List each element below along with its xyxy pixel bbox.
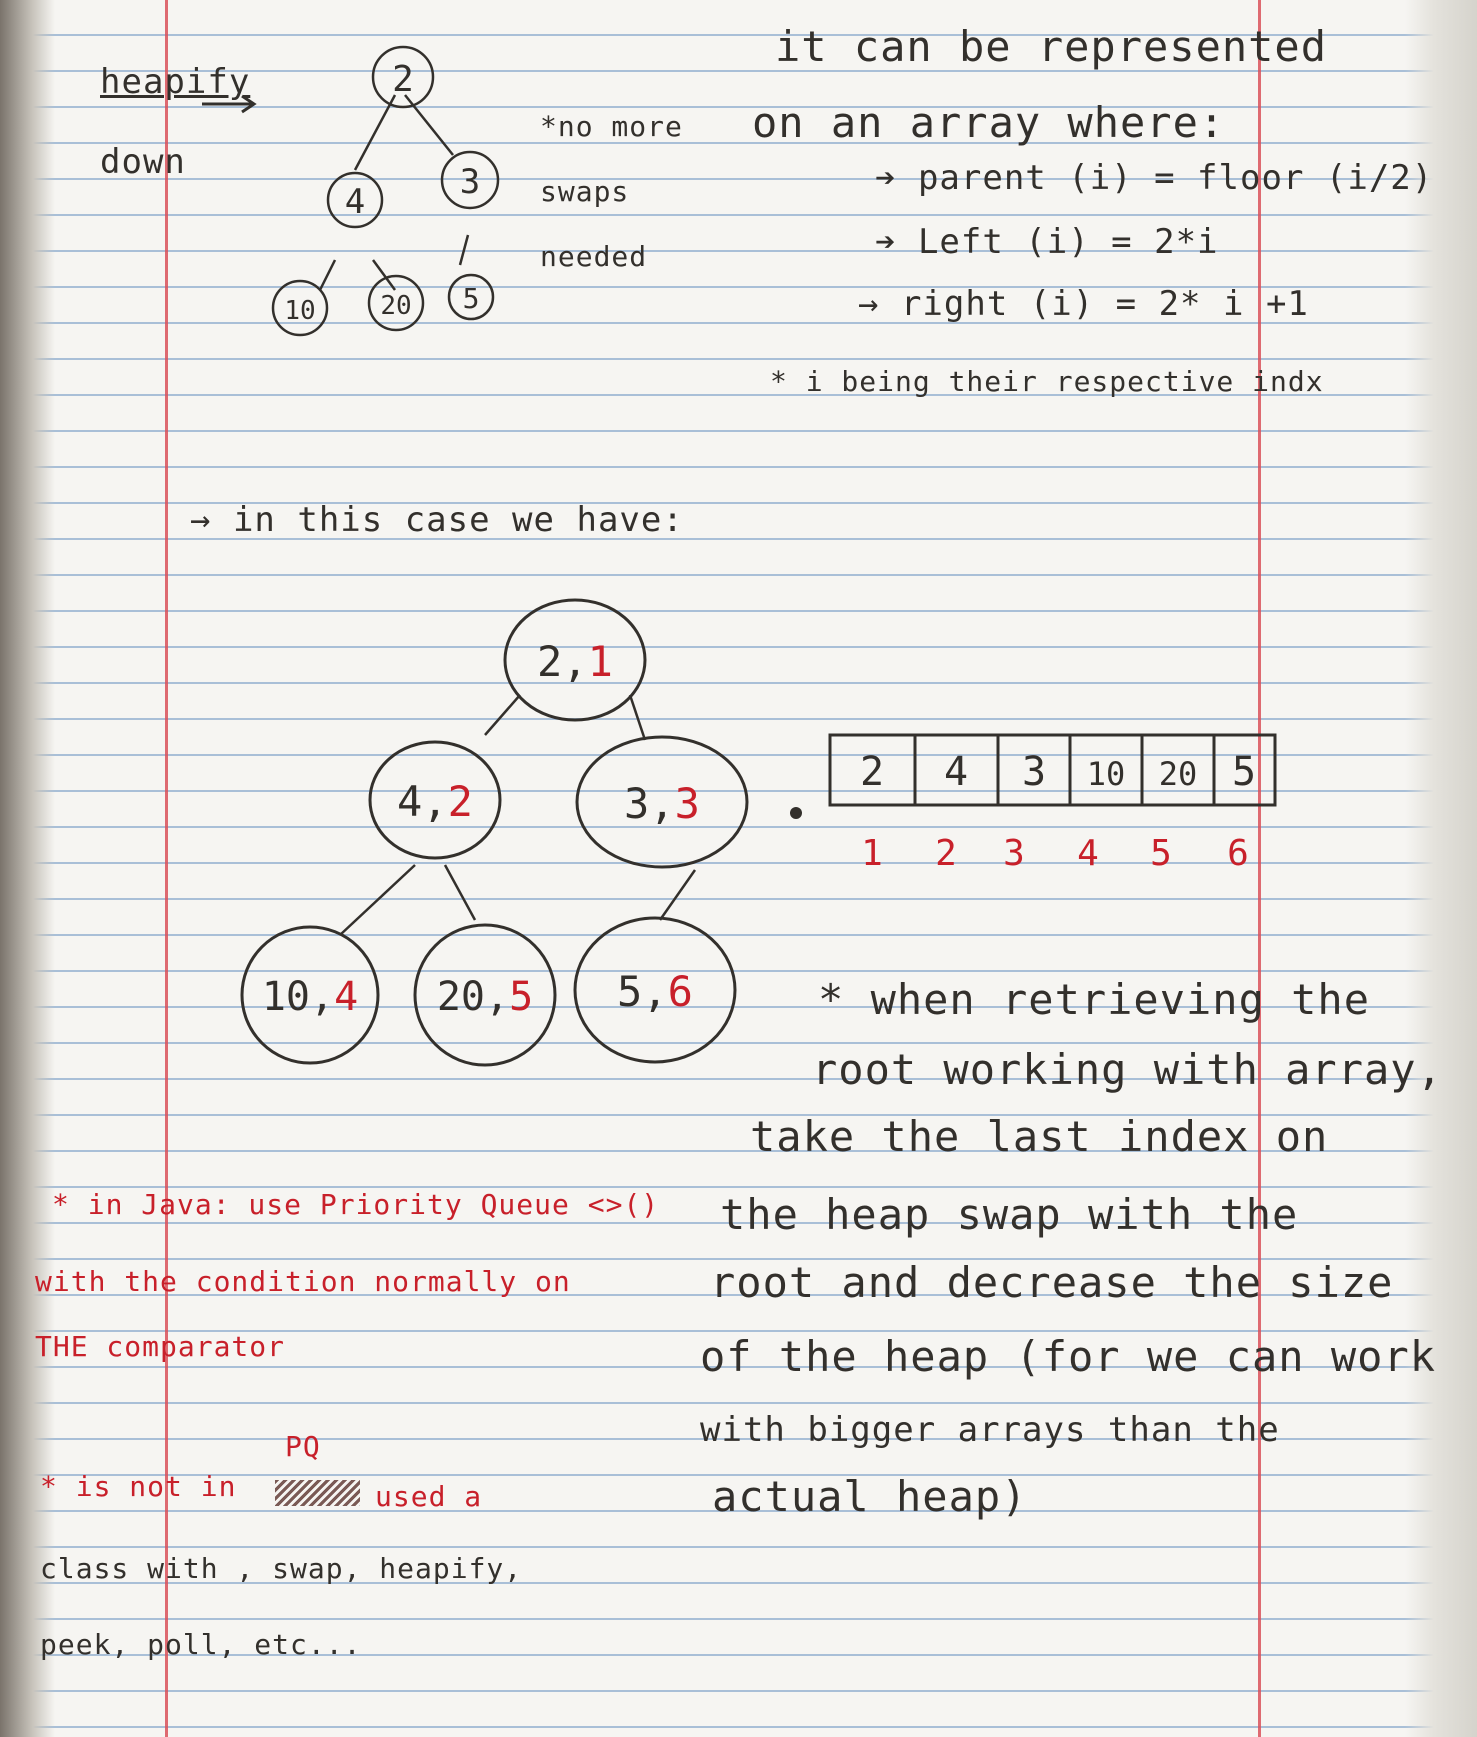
heapify-arrow-icon <box>202 94 257 114</box>
small-tree-node: 10 <box>271 279 329 337</box>
big-tree-node: 5,6 <box>573 916 737 1064</box>
class-note-line: class with , swap, heapify, <box>40 1552 523 1585</box>
array-index: 5 <box>1150 833 1172 874</box>
big-heap-tree: 2,1 4,2 3,3 10,4 20,5 5,6 <box>240 598 749 1067</box>
java-note-line: with the condition normally on <box>35 1265 571 1298</box>
rule-arrow-icon: → <box>858 284 901 324</box>
small-tree-node: 2 <box>371 45 435 109</box>
array-cell: 5 <box>1232 749 1256 795</box>
retrieve-note-line: the heap swap with the <box>720 1190 1299 1239</box>
node-index: 6 <box>668 967 693 1016</box>
node-value: 3 <box>624 779 649 828</box>
rule-left: ➔ Left (i) = 2*i <box>875 222 1219 262</box>
retrieve-note-line: root working with array, <box>812 1045 1443 1094</box>
small-heap-tree: 2 4 3 10 20 5 <box>271 45 500 337</box>
svg-text:2,1: 2,1 <box>537 637 613 686</box>
no-more-swaps-note-line: needed <box>540 240 648 273</box>
rule-parent: ➔ parent (i) = floor (i/2) <box>875 158 1434 198</box>
array-cell: 20 <box>1159 755 1198 793</box>
node-value: 5 <box>617 967 642 1016</box>
page-left-shadow <box>0 0 55 1737</box>
array-index: 4 <box>1077 833 1099 874</box>
node-index: 4 <box>334 974 358 1020</box>
node-value: 20 <box>437 974 485 1020</box>
case-label: → in this case we have: <box>190 500 684 540</box>
svg-text:4,2: 4,2 <box>397 777 473 826</box>
array-index: 1 <box>861 833 883 874</box>
big-tree-node: 4,2 <box>368 740 502 860</box>
array-index: 2 <box>935 833 957 874</box>
small-tree-node: 3 <box>440 150 500 210</box>
array-index: 3 <box>1003 833 1025 874</box>
left-margin-line <box>165 0 168 1737</box>
retrieve-note-line: with bigger arrays than the <box>700 1410 1280 1450</box>
node-value: 4 <box>397 777 422 826</box>
small-tree-node: 4 <box>326 171 384 229</box>
rule-arrow-icon: ➔ <box>875 158 918 198</box>
node-value: 10 <box>262 974 310 1020</box>
node-index: 2 <box>448 777 473 826</box>
case-arrow-icon: → <box>190 500 233 540</box>
small-tree-node: 5 <box>447 273 495 321</box>
crossed-out-word <box>275 1480 360 1506</box>
retrieve-note-line: root and decrease the size <box>710 1258 1394 1307</box>
array-rules-intro: it can be represented <box>775 22 1328 71</box>
rule-right: → right (i) = 2* i +1 <box>858 284 1309 324</box>
no-more-swaps-note-line: *no more <box>540 110 683 143</box>
class-note-pq: PQ <box>285 1430 321 1463</box>
node-index: 1 <box>588 637 613 686</box>
retrieve-note-line: * when retrieving the <box>818 975 1371 1024</box>
array-cell: 10 <box>1087 755 1126 793</box>
class-note-line: used a <box>375 1480 483 1513</box>
svg-text:20,5: 20,5 <box>437 974 533 1020</box>
heapify-title: heapify <box>100 62 251 102</box>
heap-array: 2 4 3 10 20 5 1 2 3 4 5 6 <box>790 733 1277 874</box>
small-tree-node-label: 2 <box>392 59 414 100</box>
big-tree-node: 2,1 <box>503 598 647 722</box>
right-margin-line <box>1258 0 1261 1737</box>
retrieve-note-line: take the last index on <box>750 1112 1329 1161</box>
node-index: 3 <box>675 779 700 828</box>
retrieve-note-line: actual heap) <box>712 1472 1028 1521</box>
svg-text:10,4: 10,4 <box>262 974 358 1020</box>
heapify-title-line2: down <box>100 142 186 182</box>
rule-index-note: * i being their respective indx <box>770 365 1324 398</box>
small-tree-node: 20 <box>367 274 425 332</box>
big-tree-node: 20,5 <box>413 923 557 1067</box>
rule-arrow-icon: ➔ <box>875 222 918 262</box>
small-tree-node-label: 5 <box>463 282 480 315</box>
small-tree-node-label: 20 <box>380 291 411 321</box>
small-tree-node-label: 3 <box>460 162 480 202</box>
array-outline <box>828 733 1277 807</box>
node-index: 5 <box>509 974 533 1020</box>
java-note-line: * in Java: use Priority Queue <>() <box>52 1188 660 1221</box>
small-tree-node-label: 4 <box>345 182 365 222</box>
array-cell: 2 <box>860 749 884 795</box>
retrieve-note-line: of the heap (for we can work <box>700 1332 1437 1381</box>
small-tree-node-label: 10 <box>284 296 315 326</box>
class-note-line: peek, poll, etc... <box>40 1628 362 1661</box>
big-tree-node: 10,4 <box>240 925 380 1065</box>
no-more-swaps-note-line: swaps <box>540 175 630 208</box>
array-cell: 3 <box>1022 749 1046 795</box>
node-value: 2 <box>537 637 562 686</box>
big-tree-node: 3,3 <box>575 735 749 869</box>
array-cell: 4 <box>944 749 968 795</box>
array-rules-intro-2: on an array where: <box>752 98 1226 147</box>
page-right-shadow <box>1405 0 1477 1737</box>
java-note-line: THE comparator <box>35 1330 286 1363</box>
array-pointer-dot <box>790 807 802 819</box>
svg-text:5,6: 5,6 <box>617 967 693 1016</box>
svg-text:3,3: 3,3 <box>624 779 700 828</box>
array-index: 6 <box>1227 833 1249 874</box>
class-note-line: * is not in <box>40 1470 237 1503</box>
